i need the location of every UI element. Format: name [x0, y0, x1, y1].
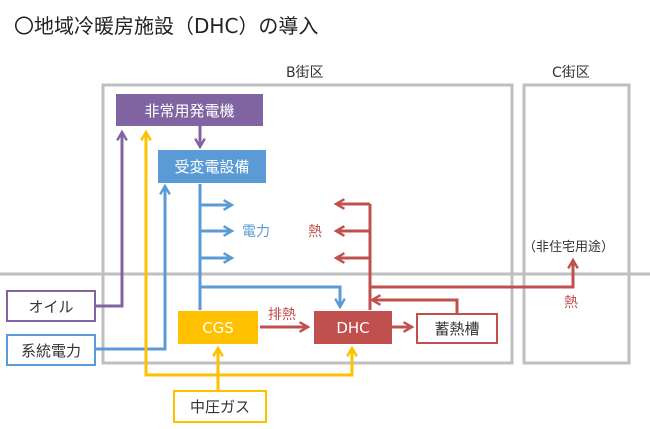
mid-pressure-gas-node: 中圧ガス: [173, 390, 267, 423]
district-b-label: B街区: [286, 65, 324, 81]
district-c-label: C街区: [552, 65, 590, 81]
exhaust-heat-label: 排熱: [268, 307, 296, 323]
heat-storage-node: 蓄熱槽: [416, 313, 498, 344]
grid-power-node: 系統電力: [6, 334, 96, 366]
grid-to-substation-arrow: [96, 183, 171, 351]
heat-label-c: 熱: [564, 295, 578, 311]
oil-node: オイル: [6, 290, 96, 322]
storage-return-arrow: [369, 294, 459, 313]
heat-to-c-district-arrow: [370, 257, 579, 289]
emergency-generator-node: 非常用発電機: [116, 94, 263, 126]
cgs-node: CGS: [178, 311, 258, 344]
power-to-dhc-arrow: [200, 285, 346, 310]
dhc-node: DHC: [314, 311, 392, 344]
district-b-boundary: [101, 83, 514, 365]
power-label: 電力: [242, 224, 270, 240]
oil-to-generator-arrow: [96, 129, 128, 308]
page-title: 〇地域冷暖房施設（DHC）の導入: [14, 14, 319, 38]
non-residential-label: （非住宅用途）: [523, 240, 615, 255]
district-c-boundary: [522, 83, 631, 365]
substation-node: 受変電設備: [158, 150, 266, 183]
heat-label-b: 熱: [308, 224, 322, 240]
gas-to-dhc-arrow: [218, 345, 358, 377]
gas-to-generator-arrow: [140, 129, 220, 390]
